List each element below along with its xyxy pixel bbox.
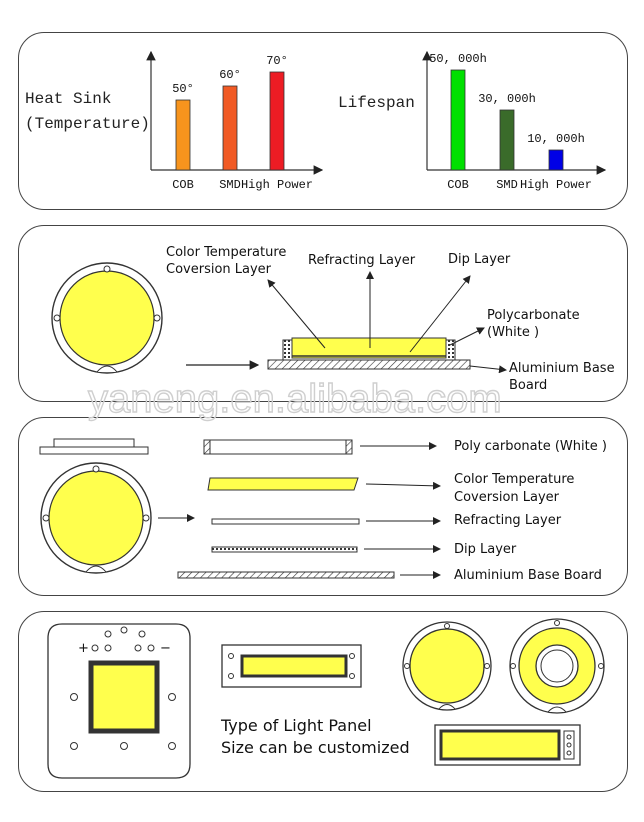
exp-label-color-temp-2: Coversion Layer bbox=[454, 490, 560, 505]
label-aluminium-2: Board bbox=[509, 378, 547, 393]
bar-0-0 bbox=[175, 99, 191, 171]
types-line-2: Size can be customized bbox=[221, 738, 410, 757]
types-line-1: Type of Light Panel bbox=[220, 716, 372, 735]
bar-1-2 bbox=[548, 149, 564, 171]
round-cob-panel bbox=[402, 621, 492, 711]
category-label-0-2: High Power bbox=[241, 178, 313, 192]
category-label-1-0: COB bbox=[447, 178, 469, 192]
comparison-panel bbox=[18, 32, 628, 210]
category-label-1-1: SMD bbox=[496, 178, 518, 192]
rect-cob-panel bbox=[221, 644, 362, 688]
watermark: yaneng.en.alibaba.com bbox=[88, 377, 502, 421]
value-label-0-0: 50° bbox=[172, 82, 194, 96]
terminal-minus: − bbox=[160, 641, 171, 656]
label-refracting: Refracting Layer bbox=[308, 253, 416, 268]
value-label-1-1: 30, 000h bbox=[478, 92, 536, 106]
ring-cob-panel bbox=[509, 618, 605, 714]
round-cob-top-view bbox=[51, 262, 163, 374]
bar-0-2 bbox=[269, 71, 285, 171]
bar-1-1 bbox=[499, 109, 515, 171]
category-label-1-2: High Power bbox=[520, 178, 592, 192]
value-label-1-2: 10, 000h bbox=[527, 132, 585, 146]
arrow-dip bbox=[409, 275, 471, 353]
exp-label-color-temp-1: Color Temperature bbox=[454, 472, 574, 487]
square-cob-panel: + − bbox=[47, 623, 191, 779]
heat-sink-chart: Heat Sink (Temperature) 50° COB 60° SMD 70° H… bbox=[25, 50, 324, 192]
exp-label-base: Aluminium Base Board bbox=[454, 568, 602, 583]
value-label-0-1: 60° bbox=[219, 68, 241, 82]
exp-label-dip: Dip Layer bbox=[454, 542, 517, 557]
label-polycarbonate-1: Polycarbonate bbox=[487, 308, 580, 323]
exploded-layers bbox=[177, 439, 395, 579]
terminal-plus: + bbox=[78, 641, 89, 656]
heat-sink-title-line1: Heat Sink bbox=[25, 90, 111, 108]
round-cob-top-view-2 bbox=[40, 462, 152, 574]
lifespan-title: Lifespan bbox=[338, 94, 415, 112]
flat-side-view bbox=[39, 438, 149, 455]
value-label-0-2: 70° bbox=[266, 54, 288, 68]
label-aluminium-1: Aluminium Base bbox=[509, 361, 615, 376]
value-label-1-0: 50, 000h bbox=[429, 52, 487, 66]
bar-1-0 bbox=[450, 69, 466, 171]
phosphor-layer bbox=[291, 337, 447, 359]
long-cob-panel bbox=[434, 724, 581, 766]
label-dip: Dip Layer bbox=[448, 252, 511, 267]
label-color-temp-2: Coversion Layer bbox=[166, 262, 272, 277]
bar-0-1 bbox=[222, 85, 238, 171]
exp-label-refracting: Refracting Layer bbox=[454, 513, 562, 528]
heat-sink-title-line2: (Temperature) bbox=[25, 115, 150, 133]
arrow-polycarbonate bbox=[449, 327, 485, 346]
cross-section bbox=[267, 337, 471, 370]
arrow-aluminium bbox=[469, 365, 507, 374]
category-label-0-1: SMD bbox=[219, 178, 241, 192]
aluminium-base-layer bbox=[267, 359, 471, 370]
arrow-color-temp bbox=[267, 279, 326, 349]
category-label-0-0: COB bbox=[172, 178, 194, 192]
label-color-temp-1: Color Temperature bbox=[166, 245, 286, 260]
exp-label-poly: Poly carbonate (White ) bbox=[454, 439, 607, 454]
label-polycarbonate-2: (White ) bbox=[487, 325, 539, 340]
